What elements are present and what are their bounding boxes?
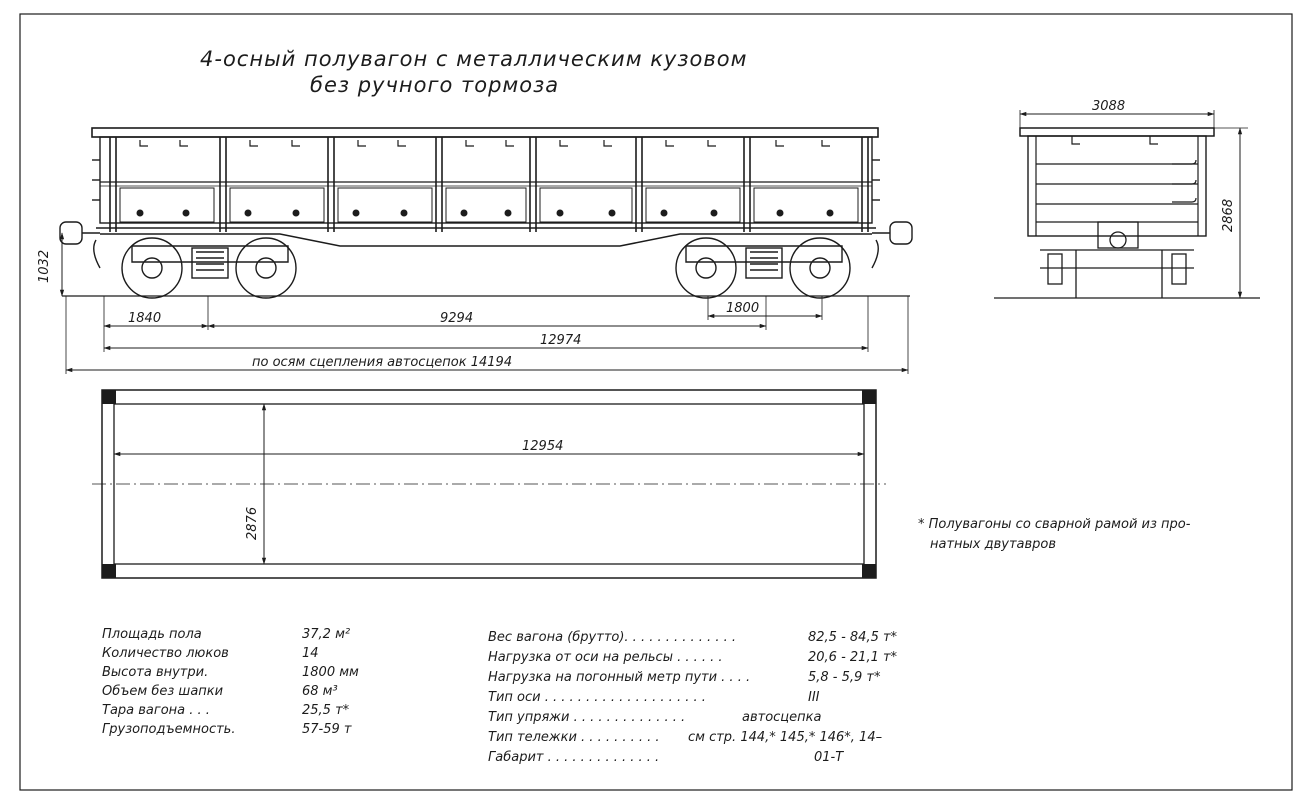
end-running-gear — [1040, 221, 1194, 298]
spec-label: Тип оси . . . . . . . . . . . . . . . . … — [488, 690, 706, 705]
end-height-dim: 2868 — [1221, 199, 1236, 232]
side-view: 1032 1840 9294 1800 12974 по осям сцепле… — [37, 127, 913, 374]
upper-brackets — [139, 140, 830, 147]
body-side — [99, 136, 873, 224]
plan-length-dim: 12954 — [522, 439, 563, 454]
end-view: 3088 2868 — [994, 99, 1260, 299]
spec-value: 25,5 т* — [302, 703, 350, 718]
stanchions — [109, 137, 869, 232]
spec-label: Площадь пола — [102, 627, 202, 642]
hatch-locks — [136, 209, 834, 217]
footnote-line2: натных двутавров — [930, 537, 1056, 552]
spec-value: 82,5 - 84,5 т* — [808, 630, 898, 645]
drawing-title-line2: без ручного тормоза — [310, 73, 559, 97]
center-sill — [96, 227, 876, 247]
spec-value: III — [808, 690, 820, 705]
plan-width-dim: 2876 — [245, 507, 260, 540]
specs-left: Площадь пола 37,2 м² Количество люков 14… — [102, 627, 359, 737]
spec-value: 37,2 м² — [302, 627, 350, 642]
spec-label: Тип тележки . . . . . . . . . . — [488, 730, 660, 745]
end-top-rail — [1019, 127, 1215, 137]
spec-value: автосцепка — [742, 710, 822, 725]
top-rail — [91, 127, 879, 138]
spec-label: Вес вагона (брутто). . . . . . . . . . .… — [488, 630, 736, 645]
spec-label: Высота внутри. — [102, 665, 208, 680]
hatch-panels — [119, 187, 859, 223]
spec-value: 01-Т — [814, 750, 844, 765]
coupler-left — [59, 221, 101, 269]
bogie-left — [121, 237, 297, 299]
spec-value: см стр. 144,* 145,* 146*, 14– — [688, 730, 882, 745]
end-width-dim: 3088 — [1092, 99, 1125, 114]
spec-value: 1800 мм — [302, 665, 359, 680]
footnote-line1: * Полувагоны со сварной рамой из про- — [918, 517, 1191, 532]
specs-right: Вес вагона (брутто). . . . . . . . . . .… — [488, 630, 898, 765]
spec-value: 20,6 - 21,1 т* — [808, 650, 898, 665]
dim-overhang: 1840 — [128, 311, 161, 326]
dim-wheelbase: 1800 — [726, 301, 759, 316]
spec-label: Нагрузка от оси на рельсы . . . . . . — [488, 650, 723, 665]
spec-label: Тип упряжи . . . . . . . . . . . . . . — [488, 710, 685, 725]
end-body — [1027, 135, 1207, 237]
spec-label: Габарит . . . . . . . . . . . . . . — [488, 750, 659, 765]
drawing-title-line1: 4-осный полувагон с металлическим кузово… — [200, 47, 747, 71]
bogie-right — [675, 237, 851, 299]
side-height-dim: 1032 — [37, 250, 52, 283]
spec-label: Нагрузка на погонный метр пути . . . . — [488, 670, 750, 685]
spec-label: Объем без шапки — [102, 684, 223, 699]
spec-value: 14 — [302, 646, 319, 661]
plan-view: 12954 2876 — [92, 389, 886, 579]
sheet-border — [19, 13, 1293, 791]
spec-label: Тара вагона . . . — [102, 703, 210, 718]
spec-label: Грузоподъемность. — [102, 722, 235, 737]
spec-value: 68 м³ — [302, 684, 338, 699]
spec-value: 57-59 т — [302, 722, 352, 737]
coupler-right — [871, 221, 913, 269]
dim-bogie-centers: 9294 — [440, 311, 473, 326]
dim-coupler-length: по осям сцепления автосцепок 14194 — [252, 355, 512, 370]
spec-value: 5,8 - 5,9 т* — [808, 670, 881, 685]
spec-label: Количество люков — [102, 646, 229, 661]
dim-frame-length: 12974 — [540, 333, 581, 348]
